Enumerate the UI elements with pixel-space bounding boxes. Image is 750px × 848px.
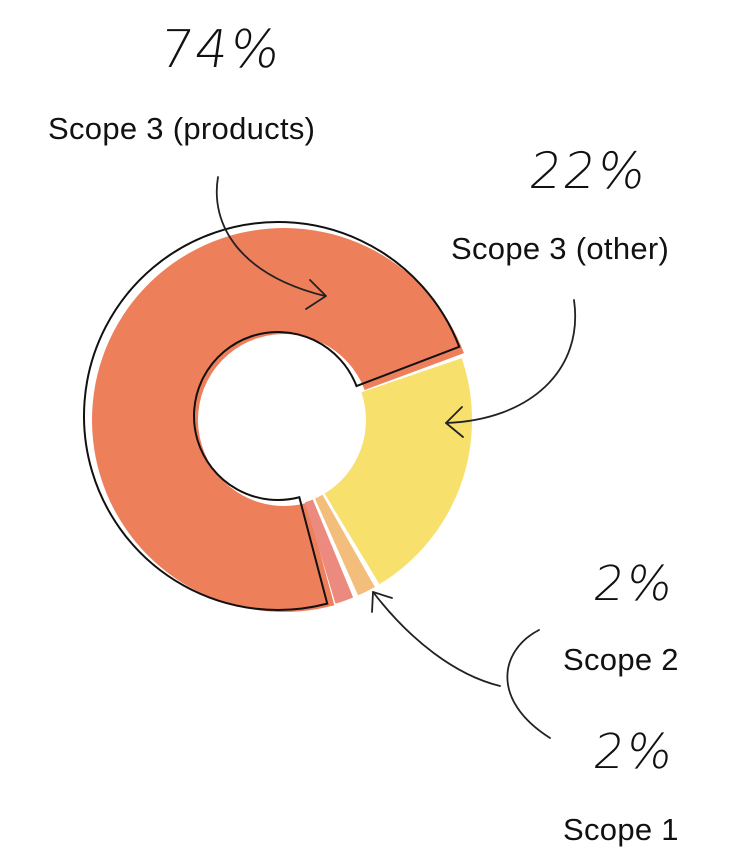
arrow-scope3-other [445, 299, 577, 424]
annotation-arrows [215, 176, 577, 739]
slice-scope3-products [91, 227, 464, 612]
category-label-scope3-products: Scope 3 (products) [48, 111, 316, 146]
donut-slices [91, 227, 472, 612]
slice-scope1 [304, 499, 354, 604]
donut-outlines [83, 221, 461, 611]
value-label-scope1: 2% [590, 724, 679, 780]
value-label-scope3-other: 22% [525, 142, 652, 200]
arrow-scope-1-2-branch [372, 591, 501, 687]
category-label-scope2: Scope 2 [563, 642, 679, 677]
category-label-scope3-other: Scope 3 (other) [451, 231, 670, 266]
slice-outline-scope3-products [83, 221, 461, 611]
arrow-head-scope-1-2 [371, 591, 393, 613]
slice-scope2 [314, 494, 375, 596]
arrow-scope2-scope1 [506, 629, 551, 739]
arrow-head-scope3-products [305, 279, 327, 310]
value-label-scope3-products: 74% [155, 20, 286, 80]
category-label-scope1: Scope 1 [563, 812, 679, 847]
arrow-scope3-products [215, 176, 326, 297]
arrow-head-scope3-other [445, 406, 464, 438]
slice-scope3-other [324, 358, 472, 585]
value-label-scope2: 2% [590, 556, 679, 612]
